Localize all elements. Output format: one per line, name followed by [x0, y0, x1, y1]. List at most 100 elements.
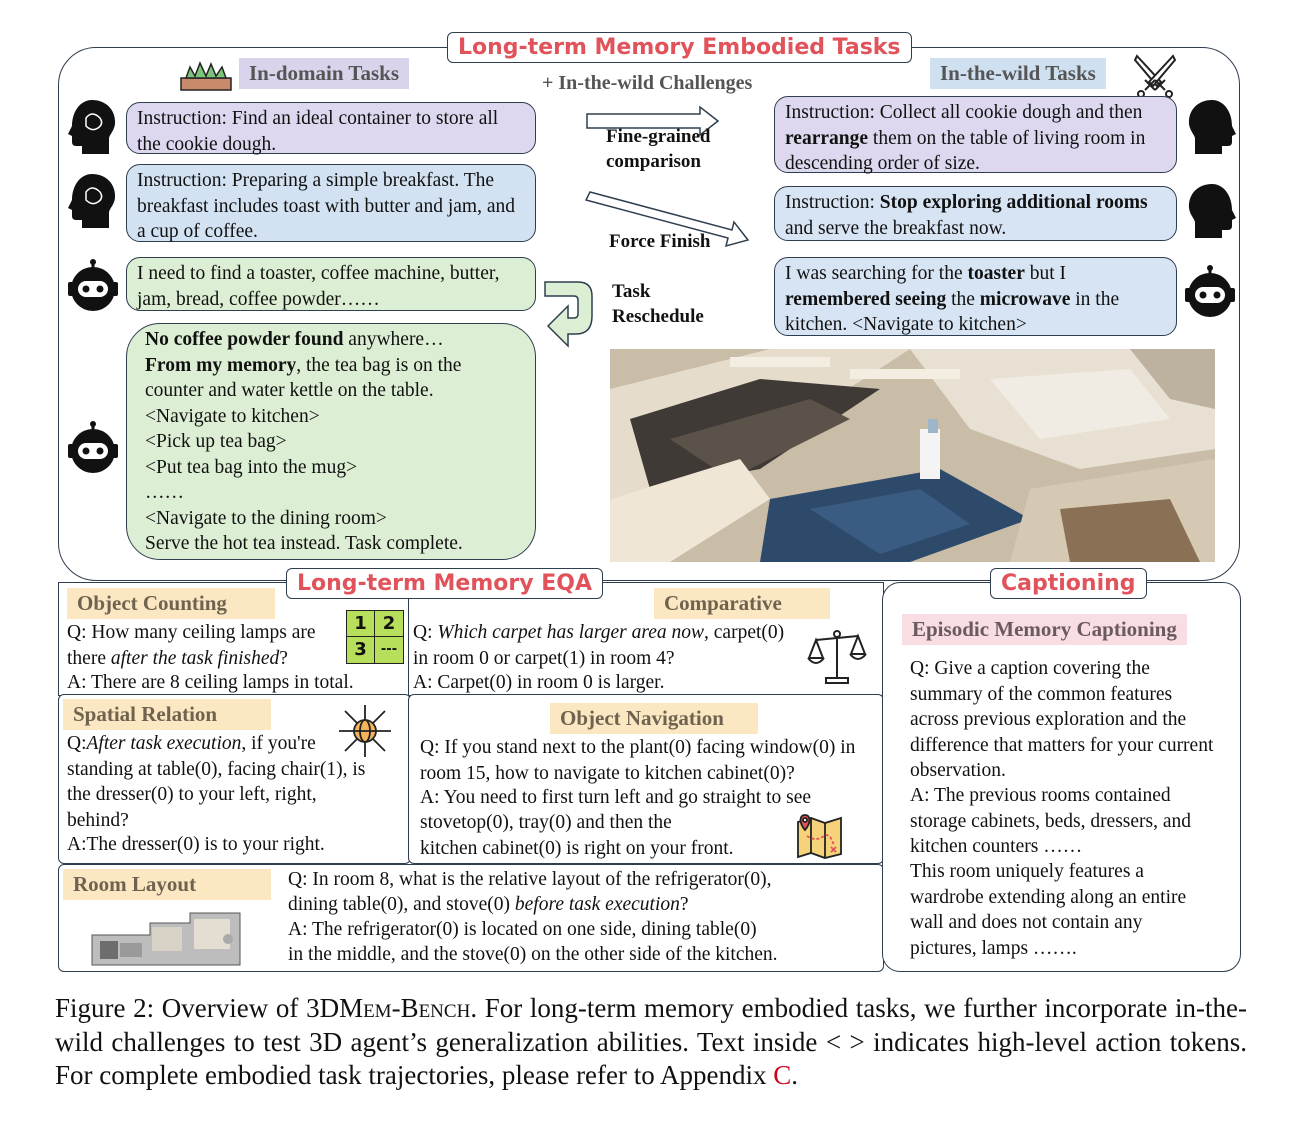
bold-text: rearrange	[785, 127, 869, 149]
room-layout-question-2: dining table(0), and stove(0) before tas…	[288, 892, 689, 918]
force-finish-arrow	[584, 191, 750, 248]
appendix-link[interactable]: C	[773, 1060, 792, 1090]
in-domain-tag: In-domain Tasks	[239, 58, 410, 89]
text: ?	[279, 647, 288, 669]
italic-text: Which carpet has larger area now	[437, 622, 705, 643]
text: Q: How many ceiling lamps are there	[67, 622, 316, 669]
text: , if you're standing at table(0), facing…	[67, 733, 366, 831]
action-token: <Navigate to the dining room>	[145, 507, 387, 529]
italic-text: After task execution	[86, 733, 242, 754]
swords-icon	[1131, 52, 1179, 103]
eqa-title: Long-term Memory EQA	[286, 568, 604, 599]
spatial-relation-tag: Spatial Relation	[63, 699, 271, 730]
text: ?	[679, 894, 689, 915]
plan-bold-2: From my memory	[145, 354, 297, 376]
force-finish-label: Force Finish	[609, 231, 711, 252]
episodic-answer-2: This room uniquely features a wardrobe e…	[910, 861, 1187, 959]
comparative-tag: Comparative	[654, 588, 830, 619]
human-head-icon	[68, 172, 118, 235]
fine-grained-arrow	[586, 105, 720, 137]
object-navigation-answer-1: A: You need to first turn left and go st…	[420, 787, 812, 808]
plan-text-2: , the tea bag is on the counter and wate…	[145, 354, 462, 402]
comparative-answer: A: Carpet(0) in room 0 is larger.	[413, 672, 665, 693]
caption-smallcaps: Mem	[339, 993, 392, 1023]
embodied-tasks-title: Long-term Memory Embodied Tasks	[447, 32, 912, 63]
caption-smallcaps: ench	[418, 993, 471, 1023]
object-counting-question: Q: How many ceiling lamps are there afte…	[67, 620, 337, 671]
caption-text: -B	[391, 993, 419, 1023]
compass-rose-icon	[337, 703, 393, 764]
object-navigation-answer-3: kitchen cabinet(0) is right on your fron…	[420, 838, 734, 859]
instruction-bubble-container: Instruction: Find an ideal container to …	[126, 102, 536, 155]
action-token: <Pick up tea bag>	[145, 431, 287, 452]
ellipsis: ……	[145, 482, 184, 503]
action-token: <Navigate to kitchen>	[145, 405, 320, 427]
arrows-layer	[544, 105, 750, 348]
spatial-relation-question: Q:After task execution, if you're standi…	[67, 731, 367, 833]
room-layout-answer-2: in the middle, and the stove(0) on the o…	[288, 944, 778, 965]
italic-text: after the task finished	[110, 647, 280, 669]
episodic-answer-1: A: The previous rooms contained storage …	[910, 785, 1192, 857]
robot-bubble-search: I need to find a toaster, coffee machine…	[126, 257, 536, 311]
object-counting-answer: A: There are 8 ceiling lamps in total.	[67, 672, 354, 693]
spatial-relation-answer: A:The dresser(0) is to your right.	[67, 834, 325, 855]
text: Q:	[413, 622, 438, 643]
object-navigation-question: Q: If you stand next to the plant(0) fac…	[420, 737, 856, 784]
wild-challenges-label: + In-the-wild Challenges	[542, 72, 753, 94]
caption-text: Figure 2: Overview of 3D	[55, 993, 340, 1023]
figure-caption: Figure 2: Overview of 3DMem-Bench. For l…	[55, 992, 1247, 1093]
bold-text: microwave	[979, 288, 1071, 310]
grid-cell: 1	[347, 611, 375, 637]
caption-text: .	[791, 1060, 799, 1090]
object-navigation-tag: Object Navigation	[550, 703, 758, 734]
text: Instruction: Collect all cookie dough an…	[785, 102, 1143, 123]
number-grid-icon: 1 2 3 ---	[346, 610, 404, 664]
text: , carpet(0) in room 0 or carpet(1) in ro…	[413, 622, 785, 669]
human-head-icon	[1186, 182, 1236, 245]
action-token: <Put tea bag into the mug>	[145, 456, 358, 478]
captioning-box	[882, 582, 1241, 972]
bold-text: remembered seeing	[785, 288, 947, 310]
task-reschedule-arrow	[544, 281, 593, 348]
robot-icon	[66, 420, 120, 479]
wild-robot-reply: I was searching for the toaster but I re…	[774, 257, 1177, 336]
plan-text-1: anywhere…	[343, 329, 444, 350]
floorplan-image	[90, 905, 244, 972]
fine-grained-label: Fine-grained comparison	[606, 126, 711, 172]
episodic-question: Q: Give a caption covering the summary o…	[910, 658, 1214, 781]
text: Q:	[67, 733, 87, 754]
comparative-question: Q: Which carpet has larger area now, car…	[413, 620, 798, 671]
bold-text: Stop exploring additional rooms	[879, 192, 1148, 213]
in-wild-tag: In-the-wild Tasks	[930, 58, 1106, 89]
grid-cell: 3	[347, 637, 375, 663]
text: and serve the breakfast now.	[785, 217, 1007, 239]
robot-icon	[66, 258, 120, 317]
human-head-icon	[68, 98, 118, 161]
text: Instruction:	[785, 192, 880, 213]
plant-icon	[178, 58, 234, 97]
text: them on the table of living room in desc…	[785, 127, 1146, 175]
grid-cell: ---	[380, 642, 398, 657]
italic-text: before task execution	[514, 894, 680, 915]
captioning-title: Captioning	[990, 568, 1147, 599]
task-reschedule-label-2: Reschedule	[612, 306, 704, 327]
robot-icon	[1183, 264, 1237, 323]
house-render-image	[610, 349, 1215, 562]
grid-cell: 2	[375, 611, 403, 637]
bold-text: toaster	[967, 263, 1025, 284]
instruction-bubble-breakfast: Instruction: Preparing a simple breakfas…	[126, 164, 536, 242]
text: in the kitchen. <Navigate to kitchen>	[785, 288, 1120, 336]
room-layout-tag: Room Layout	[63, 869, 271, 900]
plan-bold-1: No coffee powder found	[145, 329, 344, 350]
balance-scale-icon	[806, 626, 868, 693]
room-layout-question-1: Q: In room 8, what is the relative layou…	[288, 869, 772, 890]
episodic-captioning-tag: Episodic Memory Captioning	[902, 614, 1187, 645]
text: the	[946, 288, 980, 310]
wild-instruction-stop: Instruction: Stop exploring additional r…	[774, 186, 1177, 241]
task-reschedule-label-1: Task	[612, 281, 651, 302]
text: but I	[1024, 263, 1067, 284]
map-icon	[794, 812, 846, 865]
plan-end: Serve the hot tea instead. Task complete…	[145, 533, 463, 554]
human-head-icon	[1186, 98, 1236, 161]
object-navigation-answer-2: stovetop(0), tray(0) and then the	[420, 812, 672, 833]
